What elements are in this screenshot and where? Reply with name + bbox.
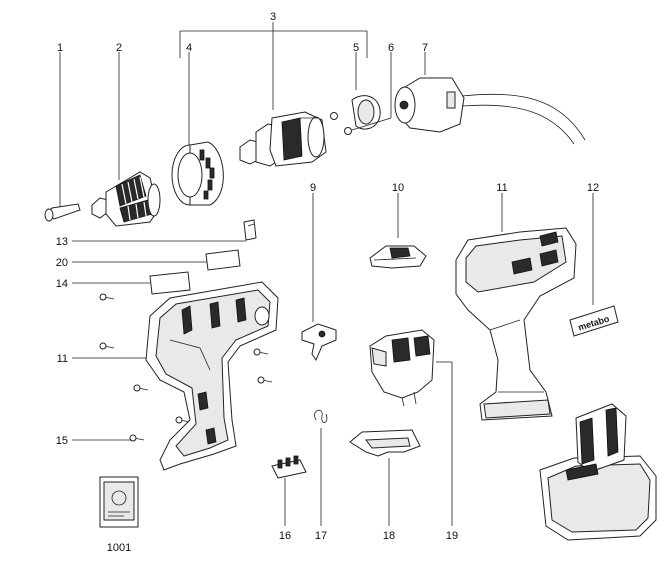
callout-labels: 1 2 3 4 5 6 7 9 10 11 12 13 20 14 11 15 … bbox=[56, 11, 599, 554]
part-11-housing-left bbox=[72, 281, 279, 471]
battery-pack bbox=[539, 403, 657, 541]
callout-5: 5 bbox=[353, 42, 359, 54]
part-14-label bbox=[72, 271, 191, 295]
part-1001-booklet bbox=[99, 476, 139, 528]
part-17-spring bbox=[314, 409, 328, 526]
group-3-bracket bbox=[179, 22, 368, 110]
part-2-chuck bbox=[91, 52, 161, 227]
callout-19: 19 bbox=[446, 530, 458, 542]
callout-15: 15 bbox=[56, 435, 68, 447]
callout-9: 9 bbox=[310, 182, 316, 194]
part-5-plate bbox=[351, 52, 381, 130]
part-16-terminal bbox=[271, 455, 307, 526]
callout-13: 13 bbox=[56, 236, 68, 248]
part-3-gearbox bbox=[239, 111, 327, 167]
callout-11-right: 11 bbox=[496, 182, 507, 194]
part-13-clip bbox=[72, 219, 257, 242]
callout-20: 20 bbox=[56, 257, 68, 269]
part-11-housing-right bbox=[455, 193, 577, 421]
callout-3: 3 bbox=[270, 11, 276, 23]
part-9-lever bbox=[301, 193, 337, 362]
callout-7: 7 bbox=[422, 42, 428, 54]
callout-18: 18 bbox=[383, 530, 395, 542]
part-7-motor bbox=[394, 52, 586, 145]
part-19-switch bbox=[369, 329, 453, 526]
callout-14: 14 bbox=[56, 278, 68, 290]
callout-16: 16 bbox=[279, 530, 291, 542]
part-15-screws bbox=[72, 293, 273, 442]
callout-6: 6 bbox=[388, 42, 394, 54]
part-4-clutch-ring bbox=[171, 52, 224, 206]
part-18-frame bbox=[349, 429, 421, 526]
callout-12: 12 bbox=[587, 182, 599, 194]
callout-4: 4 bbox=[186, 42, 192, 54]
callout-1: 1 bbox=[57, 42, 63, 54]
callout-17: 17 bbox=[315, 530, 327, 542]
callout-10: 10 bbox=[392, 182, 404, 194]
callout-1001: 1001 bbox=[107, 542, 131, 554]
part-1-screw bbox=[44, 52, 81, 222]
callout-2: 2 bbox=[116, 42, 122, 54]
part-6-screws bbox=[330, 52, 392, 135]
part-20-label bbox=[72, 249, 241, 271]
callout-11-left: 11 bbox=[57, 353, 68, 365]
part-10-slider bbox=[369, 193, 427, 269]
part-12-badge: metabo bbox=[569, 193, 619, 337]
